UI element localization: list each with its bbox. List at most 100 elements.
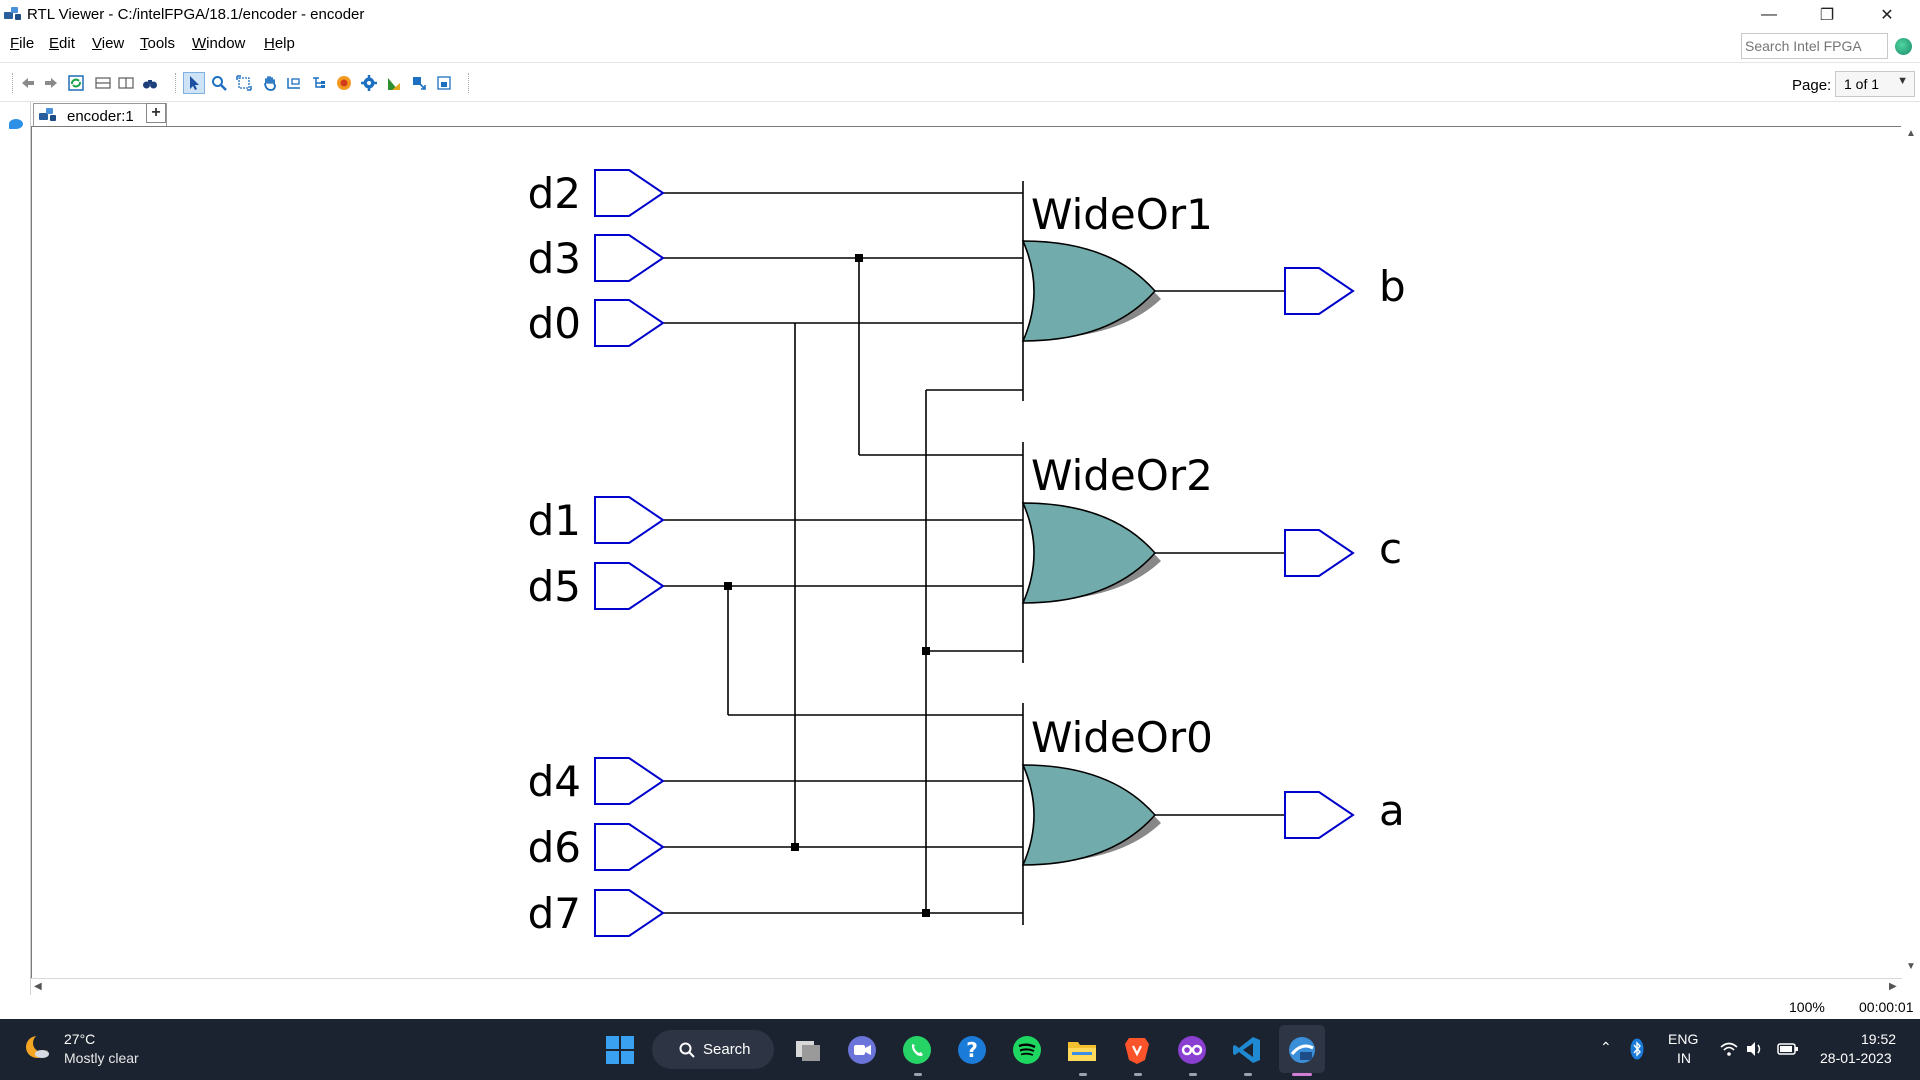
message-icon[interactable] [9, 119, 23, 129]
toolbar: Page: 1 of 1 ▼ [0, 62, 1920, 102]
spotify-icon[interactable] [1011, 1034, 1043, 1066]
refresh-icon[interactable] [68, 75, 84, 91]
volume-icon[interactable] [1746, 1041, 1764, 1057]
rtl-viewer-app-icon [4, 7, 21, 20]
wifi-icon[interactable] [1720, 1041, 1738, 1057]
search-input[interactable] [1741, 33, 1888, 59]
fit-icon[interactable] [236, 75, 252, 91]
output-label-b: b [1379, 262, 1406, 311]
clock-time[interactable]: 19:52 [1861, 1031, 1897, 1047]
minimize-button[interactable]: — [1761, 5, 1777, 23]
input-port-d0[interactable] [594, 299, 665, 347]
output-port-c[interactable] [1284, 529, 1355, 577]
page-icon[interactable] [436, 75, 452, 91]
input-label-d2: d2 [528, 169, 581, 218]
left-gutter [0, 102, 31, 1019]
whatsapp-running-indicator [914, 1073, 922, 1076]
battery-icon[interactable] [1777, 1041, 1799, 1057]
junction-d6 [791, 843, 799, 851]
zoom-meeting-icon[interactable] [846, 1034, 878, 1066]
page-select[interactable]: 1 of 1 ▼ [1835, 71, 1915, 97]
forward-icon[interactable] [43, 75, 59, 91]
file-explorer-icon[interactable] [1066, 1034, 1098, 1066]
input-port-d6[interactable] [594, 823, 665, 871]
elapsed-time: 00:00:01 [1859, 999, 1914, 1015]
add-tab-button[interactable]: + [146, 103, 166, 123]
input-port-d5[interactable] [594, 562, 665, 610]
taskbar-search-button[interactable]: Search [652, 1030, 774, 1069]
hand-icon[interactable] [262, 75, 278, 91]
file-explorer-running-indicator [1079, 1073, 1087, 1076]
toolbar-grip [12, 73, 14, 93]
netlist-icon[interactable] [286, 75, 302, 91]
select-icon[interactable] [186, 75, 202, 91]
output-port-a[interactable] [1284, 791, 1355, 839]
find-icon[interactable] [142, 75, 158, 91]
tab-encoder[interactable]: encoder:1 [33, 103, 167, 126]
tray-chevron-up-icon[interactable]: ⌃ [1600, 1039, 1612, 1055]
input-label-d7: d7 [528, 889, 581, 938]
search-icon [679, 1042, 695, 1058]
input-port-d4[interactable] [594, 757, 665, 805]
scroll-down-icon[interactable]: ▼ [1906, 961, 1916, 972]
or-gate-wideor0[interactable] [1021, 764, 1161, 866]
input-port-d2[interactable] [594, 169, 665, 217]
schematic-canvas[interactable]: WideOr1 WideOr2 WideOr0 d2 d3 d0 d1 d5 d… [31, 126, 1901, 978]
vertical-scrollbar[interactable]: ▲ ▼ [1902, 126, 1920, 978]
input-port-d7[interactable] [594, 889, 665, 937]
scroll-left-icon[interactable]: ◀ [34, 981, 42, 992]
clock-date[interactable]: 28-01-2023 [1820, 1050, 1892, 1066]
export-icon[interactable] [411, 75, 427, 91]
brave-icon[interactable] [1121, 1034, 1153, 1066]
menu-view[interactable]: View [92, 35, 125, 52]
restore-button[interactable]: ❐ [1819, 6, 1835, 24]
svg-text:?: ? [966, 1038, 978, 1062]
schematic-diagram[interactable]: WideOr1 WideOr2 WideOr0 d2 d3 d0 d1 d5 d… [32, 127, 1900, 977]
input-port-d3[interactable] [594, 234, 665, 282]
output-port-b[interactable] [1284, 267, 1355, 315]
input-label-d0: d0 [528, 299, 581, 348]
menu-window[interactable]: Window [192, 35, 246, 52]
menu-tools[interactable]: Tools [140, 35, 176, 52]
filter-icon[interactable] [336, 75, 352, 91]
menu-help[interactable]: Help [264, 35, 295, 52]
hierarchy-icon[interactable] [311, 75, 327, 91]
chart-icon[interactable] [386, 75, 402, 91]
input-region[interactable]: IN [1677, 1050, 1691, 1066]
horizontal-scrollbar[interactable]: ◀ ▶ [31, 978, 1902, 995]
weather-description: Mostly clear [64, 1050, 139, 1066]
input-port-d1[interactable] [594, 496, 665, 544]
weather-moon-icon[interactable] [24, 1033, 52, 1061]
zoom-icon[interactable] [211, 75, 227, 91]
input-label-d5: d5 [528, 562, 581, 611]
wires [663, 181, 1285, 925]
tab-bar: encoder:1 + [31, 102, 1920, 126]
menu-edit[interactable]: Edit [49, 35, 75, 52]
taskbar: 27°C Mostly clear Search ? ⌃ [0, 1019, 1920, 1080]
toolbar-separator [468, 73, 470, 93]
back-icon[interactable] [20, 75, 36, 91]
obs-icon[interactable] [1176, 1034, 1208, 1066]
scroll-up-icon[interactable]: ▲ [1906, 128, 1916, 139]
window-title: RTL Viewer - C:/intelFPGA/18.1/encoder -… [27, 6, 365, 23]
chevron-down-icon: ▼ [1897, 75, 1908, 87]
bluetooth-icon[interactable] [1630, 1038, 1644, 1060]
globe-icon[interactable] [1895, 38, 1912, 55]
input-language[interactable]: ENG [1668, 1031, 1699, 1047]
close-button[interactable]: ✕ [1880, 6, 1894, 24]
task-view-icon[interactable] [792, 1034, 824, 1066]
expand-icon[interactable] [118, 75, 134, 91]
settings-icon[interactable] [361, 75, 377, 91]
whatsapp-icon[interactable] [901, 1034, 933, 1066]
menu-file[interactable]: File [10, 35, 35, 52]
quartus-icon[interactable] [1286, 1034, 1318, 1066]
windows-start-icon[interactable] [604, 1034, 636, 1066]
or-gate-wideor1[interactable] [1021, 240, 1161, 342]
vscode-icon[interactable] [1231, 1034, 1263, 1066]
junction-d3 [855, 254, 863, 262]
input-label-d3: d3 [528, 234, 581, 283]
scroll-right-icon[interactable]: ▶ [1889, 981, 1897, 992]
collapse-icon[interactable] [95, 75, 111, 91]
help-icon[interactable]: ? [956, 1034, 988, 1066]
or-gate-wideor2[interactable] [1021, 502, 1161, 604]
